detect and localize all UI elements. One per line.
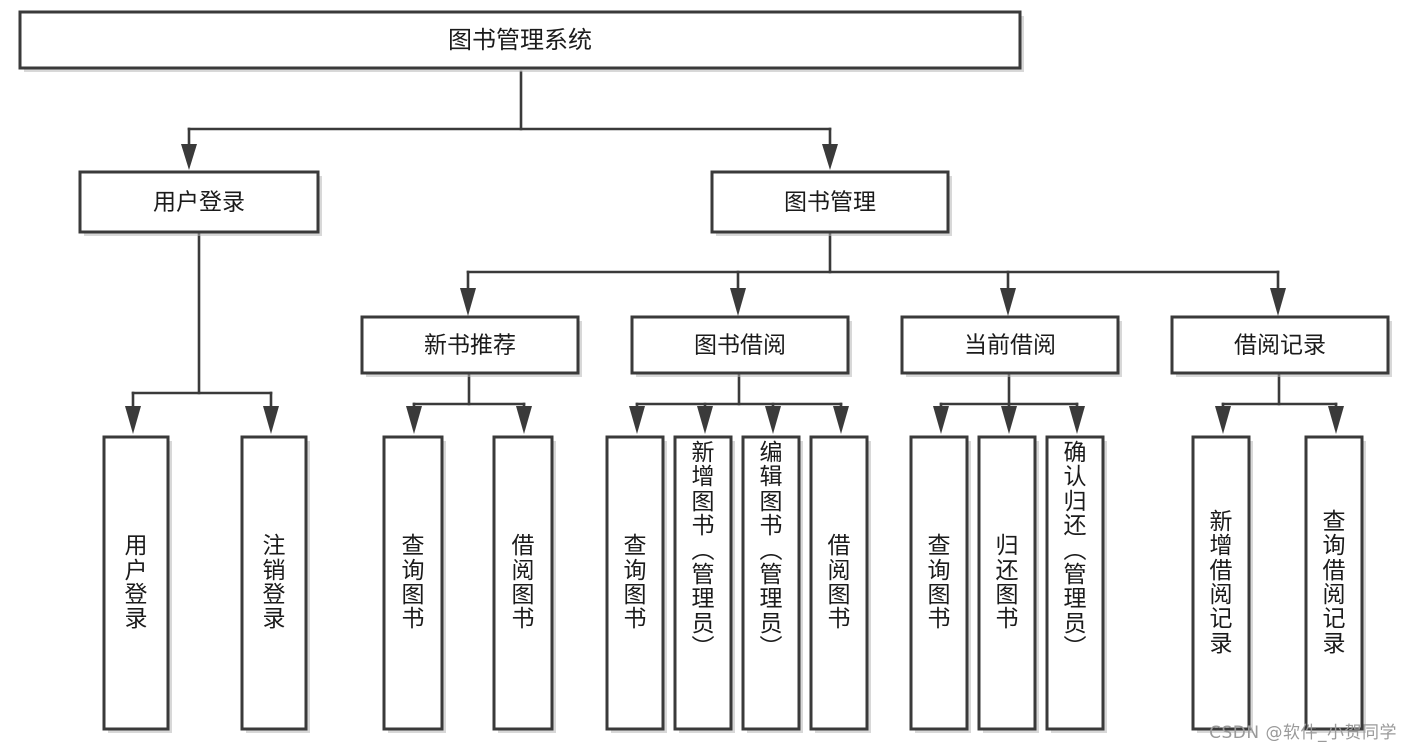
node-book-borrow-label: 图书借阅 (694, 333, 786, 359)
node-new-book-recommend[interactable] (360, 315, 580, 375)
node-root-book-management-system[interactable] (18, 10, 1022, 70)
connector-layer (125, 70, 1344, 434)
arrowhead-cb-leaf2 (1001, 406, 1017, 434)
leaf-node-bb-edit-book-admin[interactable] (741, 435, 801, 731)
arrowhead-book-manage (822, 144, 838, 170)
leaf-node-br-add-record[interactable] (1191, 435, 1251, 731)
arrowhead-leaf-user-login (125, 406, 141, 434)
node-user-login-label: 用户登录 (153, 190, 245, 216)
arrowhead-current-borrow (1000, 288, 1016, 316)
arrowhead-bb-leaf1 (629, 406, 645, 434)
arrowhead-book-borrow (730, 288, 746, 316)
leaf-node-cb-return-book[interactable] (977, 435, 1037, 731)
leaf-node-bb-query-book[interactable] (605, 435, 665, 731)
leaf-node-cb-confirm-return-admin[interactable] (1045, 435, 1105, 731)
arrowhead-nb-leaf1 (406, 406, 422, 434)
leaf-node-nb-borrow-book[interactable] (492, 435, 554, 731)
leaf-node-user-login[interactable] (102, 435, 170, 731)
arrowhead-br-leaf1 (1215, 406, 1231, 434)
node-book-borrow[interactable] (630, 315, 850, 375)
node-current-borrow-label: 当前借阅 (964, 333, 1056, 359)
node-borrow-record-label: 借阅记录 (1234, 333, 1326, 359)
node-layer: 图书管理系统 用户登录 图书管理 新书推荐 图书借阅 当前借阅 借阅记录 (18, 10, 1392, 733)
csdn-watermark: CSDN @软件_小贺同学 (1209, 723, 1397, 743)
leaf-node-br-query-record[interactable] (1304, 435, 1364, 731)
leaf-node-nb-query-book[interactable] (382, 435, 444, 731)
node-current-borrow[interactable] (900, 315, 1120, 375)
arrowhead-bb-leaf2 (697, 406, 713, 434)
arrowhead-nb-leaf2 (516, 406, 532, 434)
leaf-node-cb-query-book[interactable] (909, 435, 969, 731)
arrowhead-leaf-logout (263, 406, 279, 434)
node-root-label: 图书管理系统 (448, 26, 592, 54)
arrowhead-new-book (460, 288, 476, 316)
leaf-node-bb-add-book-admin[interactable] (673, 435, 733, 731)
leaf-node-bb-borrow-book[interactable] (809, 435, 869, 731)
node-new-book-recommend-label: 新书推荐 (424, 333, 516, 359)
arrowhead-user-login (181, 144, 197, 170)
arrowhead-cb-leaf3 (1069, 406, 1085, 434)
leaf-node-logout[interactable] (240, 435, 308, 731)
node-user-login[interactable] (78, 170, 320, 234)
arrowhead-cb-leaf1 (933, 406, 949, 434)
arrowhead-borrow-record (1270, 288, 1286, 316)
arrowhead-br-leaf2 (1328, 406, 1344, 434)
node-borrow-record[interactable] (1170, 315, 1390, 375)
arrowhead-bb-leaf3 (765, 406, 781, 434)
node-book-management-label: 图书管理 (784, 190, 876, 216)
arrowhead-bb-leaf4 (833, 406, 849, 434)
node-book-management[interactable] (710, 170, 950, 234)
